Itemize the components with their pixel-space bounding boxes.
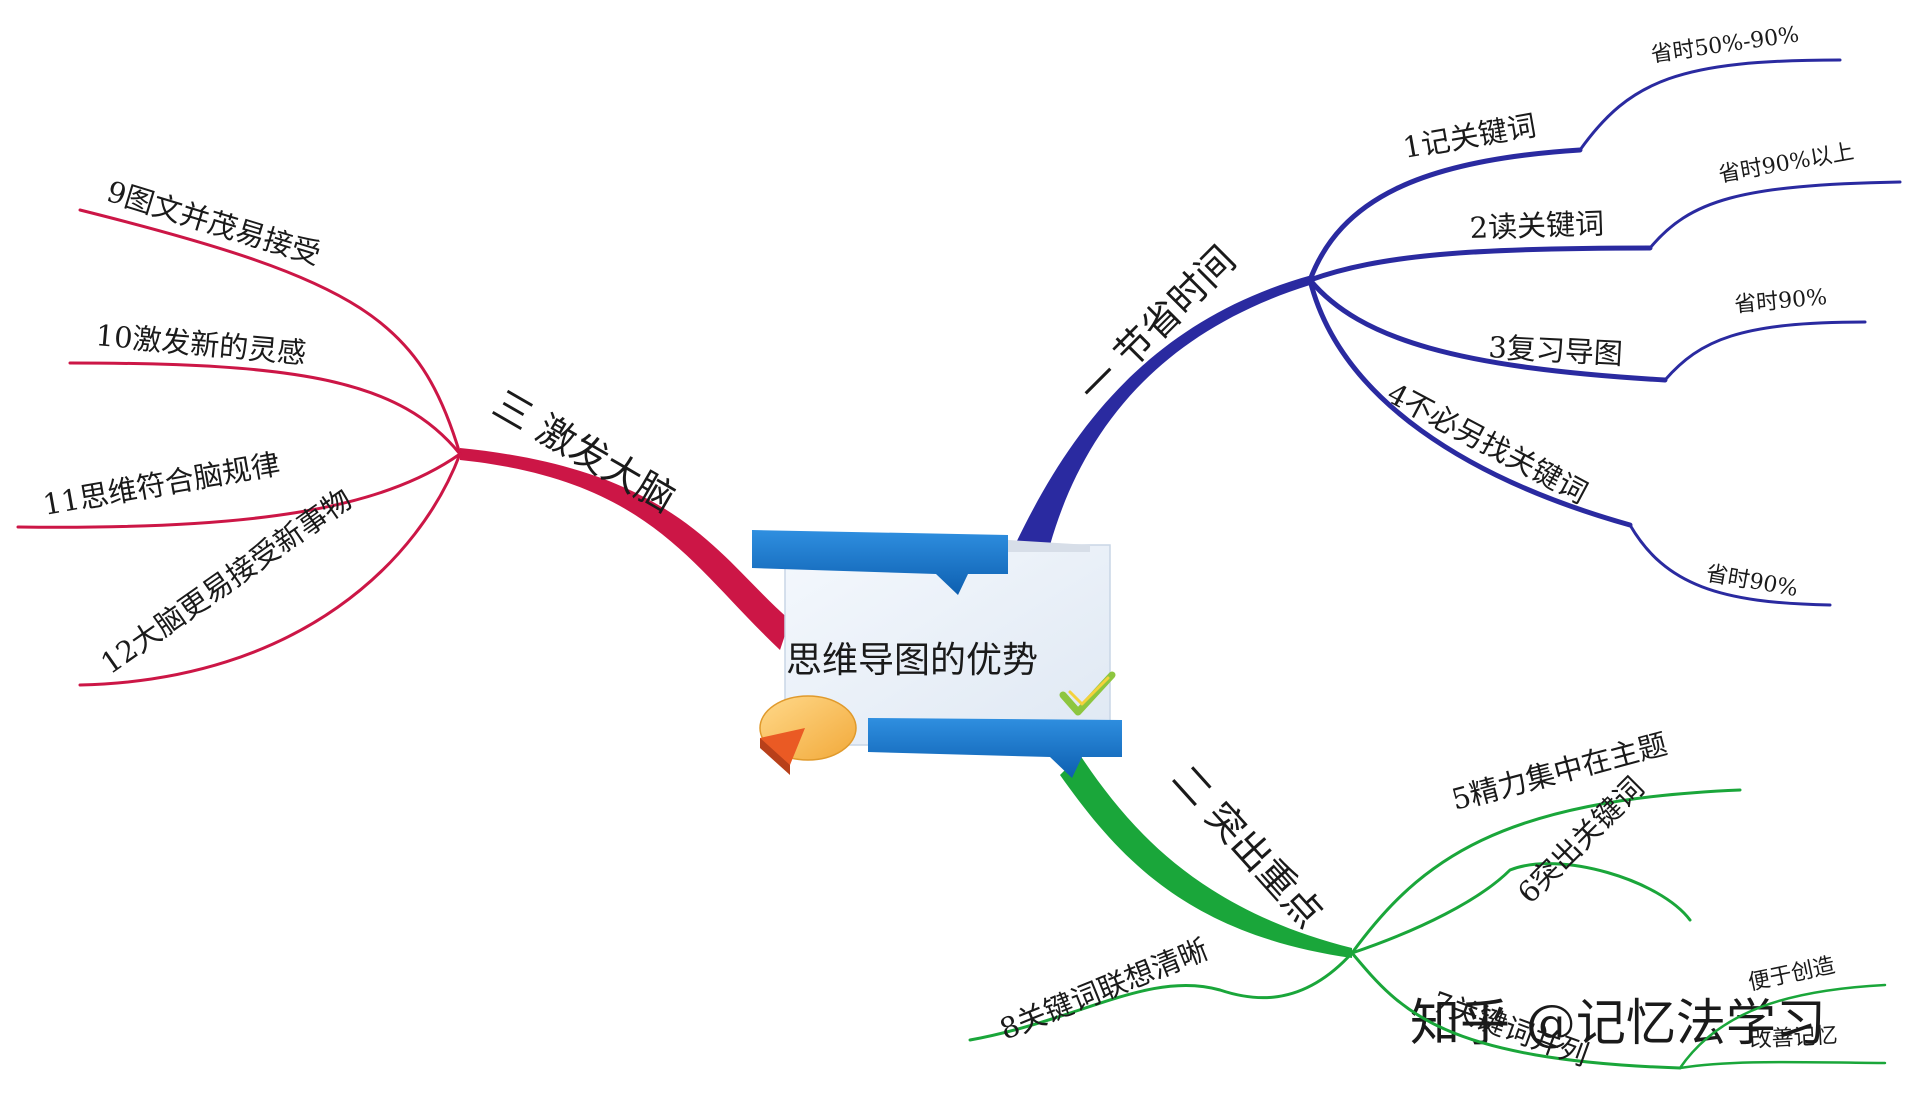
central-topic-title: 思维导图的优势 xyxy=(786,640,1038,681)
central-topic: 思维导图的优势 xyxy=(752,530,1122,778)
bottom-ribbon xyxy=(868,718,1122,778)
item-8-label: 8关键词联想清晰 xyxy=(995,932,1213,1046)
item-7-note-2: 改善记忆 xyxy=(1749,1023,1838,1053)
item-2-label: 2读关键词 xyxy=(1469,206,1605,245)
branch-save-time: 一 节省时间 1记关键词 2读关键词 3复习导图 4不必另找关键词 省时50%-… xyxy=(1015,22,1902,607)
connector-item-4 xyxy=(1307,277,1633,528)
item-9-label: 9图文并茂易接受 xyxy=(103,174,325,271)
connector-note-3 xyxy=(1663,320,1867,382)
pie-chart-icon xyxy=(759,695,857,775)
connector-item-3 xyxy=(1307,277,1668,383)
connector-note-7b xyxy=(1678,1060,1887,1070)
connector-item-10 xyxy=(68,361,462,456)
item-11-label: 11思维符合脑规律 xyxy=(40,447,282,522)
branch-stimulate-brain-label: 三 激发大脑 xyxy=(486,382,683,521)
connector-item-12 xyxy=(78,452,462,687)
item-4-note: 省时90% xyxy=(1704,561,1800,602)
item-2-note: 省时90%以上 xyxy=(1717,140,1856,188)
connector-item-7 xyxy=(1350,951,1682,1070)
connector-note-4 xyxy=(1628,523,1832,607)
connector-item-1 xyxy=(1307,147,1583,283)
top-ribbon-fold xyxy=(1008,540,1090,552)
branch-highlight-focus-label: 二 突出重点 xyxy=(1163,757,1331,937)
item-4-label: 4不必另找关键词 xyxy=(1382,376,1593,510)
connector-note-1 xyxy=(1578,58,1842,152)
connector-item-11 xyxy=(16,452,462,529)
branch-stimulate-brain-trunk xyxy=(460,448,790,650)
item-12-label: 12大脑更易接受新事物 xyxy=(95,482,359,681)
connector-note-2 xyxy=(1648,180,1902,250)
connector-item-5 xyxy=(1350,788,1742,955)
item-3-label: 3复习导图 xyxy=(1488,330,1624,371)
branch-save-time-trunk xyxy=(1015,275,1312,545)
branch-highlight-focus-trunk xyxy=(1060,755,1352,958)
connector-item-2 xyxy=(1307,245,1653,283)
connector-item-8 xyxy=(968,951,1354,1042)
connector-note-7a xyxy=(1678,983,1887,1070)
top-ribbon xyxy=(752,530,1008,595)
item-3-note: 省时90% xyxy=(1733,285,1828,318)
check-mark-icon xyxy=(1059,671,1116,716)
item-7-note-1: 便于创造 xyxy=(1746,953,1837,996)
connector-item-9 xyxy=(78,208,462,456)
connector-item-6 xyxy=(1350,862,1692,955)
branch-stimulate-brain: 三 激发大脑 9图文并茂易接受 10激发新的灵感 11思维符合脑规律 12大脑更… xyxy=(16,174,790,687)
